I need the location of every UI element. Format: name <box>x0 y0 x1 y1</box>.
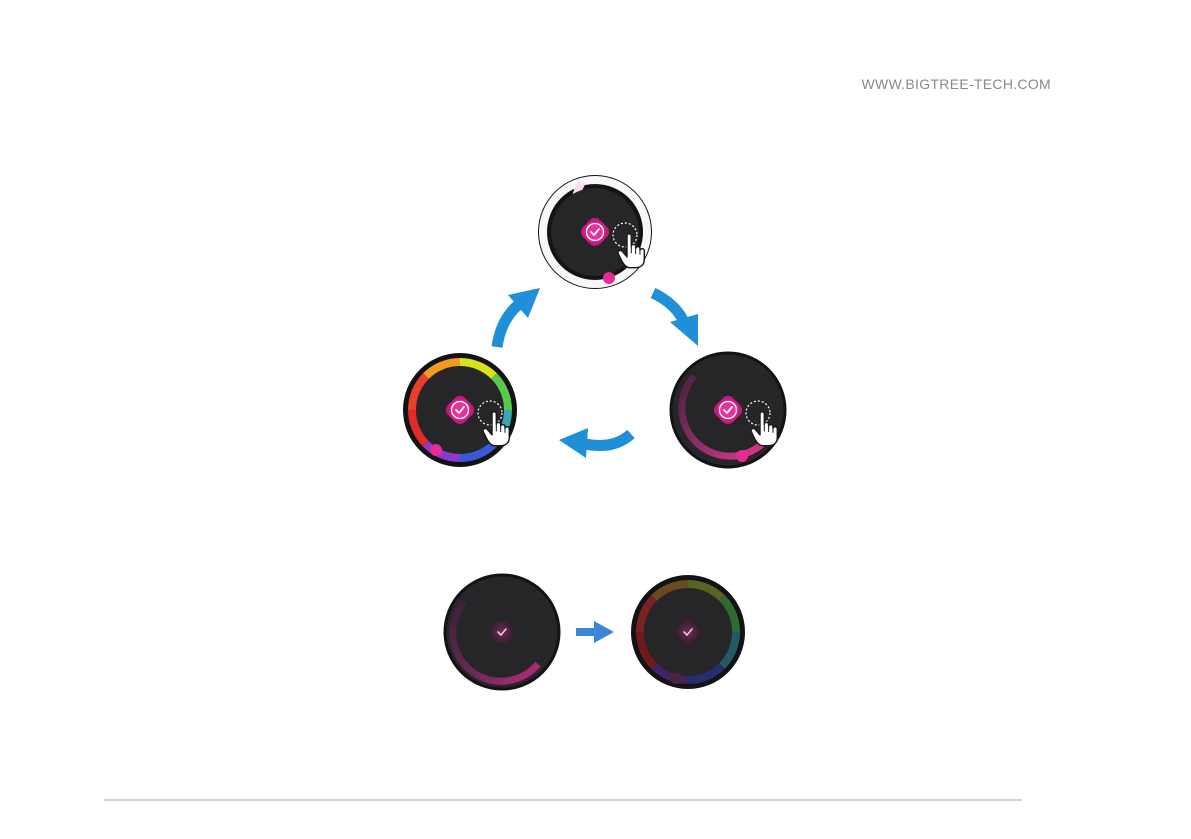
slider-handle <box>670 672 682 684</box>
cycle-arrow-icon <box>653 293 698 346</box>
knob-white-mode <box>538 174 652 289</box>
knob-rainbow-mode <box>403 353 517 467</box>
knob-magenta-mode <box>671 353 785 467</box>
slider-handle[interactable] <box>736 450 748 462</box>
footer-divider <box>104 799 1022 801</box>
cycle-arrow-icon <box>497 288 540 347</box>
slider-handle[interactable] <box>603 272 615 284</box>
cycle-arrow-icon <box>559 428 631 458</box>
knob-dim-rainbow <box>631 575 745 689</box>
knob-dim-magenta <box>445 575 559 689</box>
slider-handle[interactable] <box>430 444 442 456</box>
right-arrow-icon <box>576 621 614 643</box>
